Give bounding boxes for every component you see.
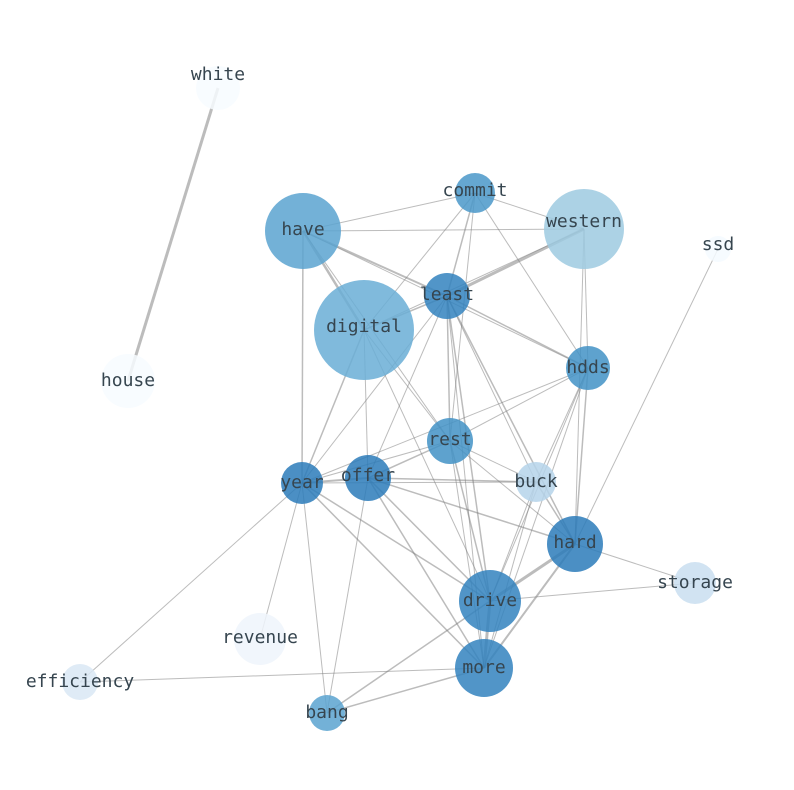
node-label-more: more	[462, 657, 505, 678]
graph-edge-least-rest	[446, 295, 451, 442]
node-label-storage: storage	[657, 572, 733, 593]
graph-node-buck	[516, 462, 556, 502]
graph-edge-least-offer	[367, 295, 448, 479]
labels-layer: white house commit western ssd have least digit…	[26, 64, 734, 723]
node-label-year: year	[280, 472, 324, 493]
graph-edge-offer-bang	[326, 477, 369, 714]
graph-node-bang	[309, 695, 345, 731]
node-label-revenue: revenue	[222, 627, 298, 648]
graph-node-house	[101, 354, 155, 408]
graph-node-digital	[314, 280, 414, 380]
graph-node-ssd	[705, 236, 731, 262]
graph-edge-commit-rest	[449, 192, 476, 442]
graph-edge-year-more	[301, 482, 485, 669]
graph-edge-hard-ssd	[574, 248, 719, 545]
graph-edge-commit-hdds	[474, 192, 589, 369]
graph-edge-year-revenue	[259, 482, 303, 640]
node-label-digital: digital	[326, 316, 402, 337]
graph-node-rest	[427, 418, 473, 464]
node-label-buck: buck	[514, 471, 558, 492]
graph-edge-more-efficiency	[79, 667, 485, 683]
graph-edge-offer-more	[367, 477, 485, 669]
graph-edge-least-buck	[446, 295, 537, 483]
node-label-least: least	[420, 284, 474, 305]
node-label-ssd: ssd	[702, 234, 735, 255]
graph-node-hard	[547, 516, 603, 572]
graph-edge-hdds-hard	[574, 367, 589, 545]
node-label-efficiency: efficiency	[26, 671, 135, 692]
graph-edge-offer-hard	[367, 477, 576, 545]
graph-edge-least-year	[301, 295, 448, 484]
graph-edge-year-buck	[301, 481, 537, 484]
graph-node-least	[424, 273, 470, 319]
node-label-commit: commit	[442, 180, 507, 201]
graph-node-hdds	[566, 346, 610, 390]
graph-edge-year-bang	[301, 482, 328, 714]
graph-node-revenue	[234, 613, 286, 665]
graph-node-western	[544, 189, 624, 269]
graph-node-white	[196, 66, 240, 110]
graph-edge-least-hard	[446, 295, 576, 545]
graph-node-drive	[459, 570, 521, 632]
node-label-hard: hard	[553, 532, 596, 553]
graph-node-commit	[455, 173, 495, 213]
graph-edge-drive-bang	[326, 600, 491, 714]
graph-edge-year-efficiency	[79, 482, 303, 683]
graph-edge-buck-more	[483, 481, 537, 669]
node-label-white: white	[191, 64, 245, 85]
node-label-offer: offer	[341, 465, 395, 486]
graph-node-have	[265, 193, 341, 269]
graph-edge-drive-storage	[489, 582, 696, 602]
graph-node-more	[455, 639, 513, 697]
edges-layer	[79, 87, 719, 714]
graph-node-offer	[345, 455, 391, 501]
graph-edge-have-year	[301, 230, 304, 484]
node-label-hdds: hdds	[566, 357, 609, 378]
graph-node-storage	[674, 562, 716, 604]
graph-node-efficiency	[62, 664, 98, 700]
node-label-bang: bang	[305, 702, 348, 723]
node-label-drive: drive	[463, 590, 517, 611]
node-label-have: have	[281, 219, 324, 240]
graph-edge-rest-more	[449, 440, 485, 669]
graph-node-year	[281, 462, 323, 504]
graph-edge-offer-buck	[367, 477, 537, 483]
node-label-western: western	[546, 211, 622, 232]
graph-edge-have-western	[302, 228, 585, 232]
nodes-layer	[62, 66, 731, 731]
node-label-house: house	[101, 370, 155, 391]
graph-edge-white-house	[126, 87, 220, 382]
graph-edge-year-drive	[301, 482, 491, 602]
graph-edge-least-hdds	[446, 295, 589, 369]
graph-edge-hdds-rest	[449, 367, 589, 442]
node-label-rest: rest	[428, 429, 471, 450]
